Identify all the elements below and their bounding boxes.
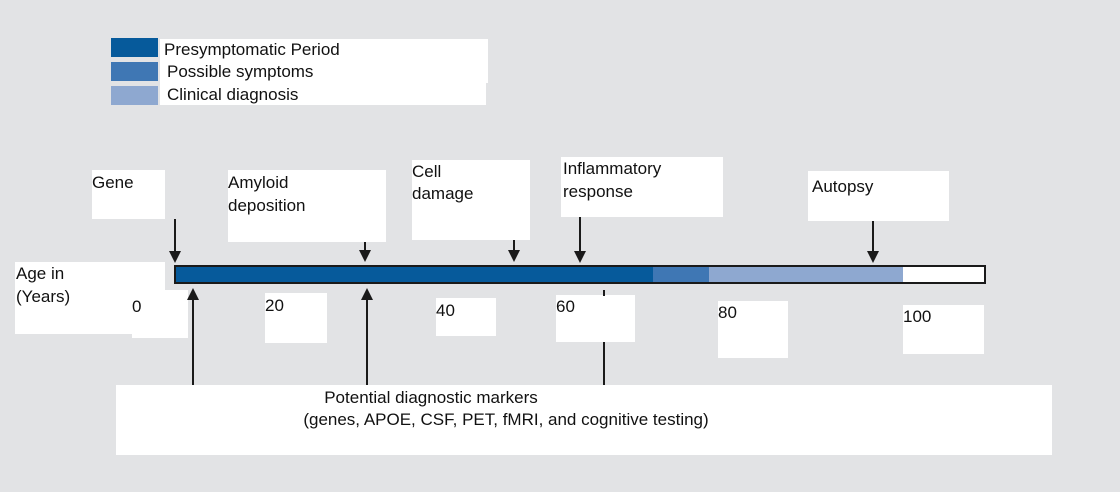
tick-label-60: 60 [556, 297, 575, 316]
event-label-gene: Gene [92, 173, 134, 192]
event-label-cell-damage-line1: Cell [412, 162, 442, 181]
event-label-autopsy: Autopsy [812, 177, 874, 196]
event-box-amyloid: Amyloid deposition [228, 170, 386, 242]
diagnostic-markers-title: Potential diagnostic markers [324, 388, 538, 407]
legend-background-lower [160, 83, 486, 105]
event-label-cell-damage-line2: damage [412, 184, 474, 203]
legend-swatch-possible-symptoms [111, 62, 158, 81]
tick-label-0: 0 [132, 297, 142, 316]
tick-label-100: 100 [903, 307, 932, 326]
axis-label-line1: Age in [16, 264, 65, 283]
timeline-segment-remaining [903, 267, 984, 282]
diagnostic-markers-list: (genes, APOE, CSF, PET, fMRI, and cognit… [303, 410, 709, 429]
timeline-segment-clinical-diagnosis [709, 267, 904, 282]
timeline-bar [174, 265, 986, 284]
tick-box-20: 20 [265, 293, 327, 343]
event-box-inflammatory: Inflammatory response [561, 157, 723, 217]
event-label-amyloid-line1: Amyloid [228, 173, 289, 192]
event-label-inflammatory-line1: Inflammatory [563, 159, 662, 178]
tick-box-80: 80 [718, 301, 788, 358]
axis-label-line2: (Years) [16, 287, 71, 306]
event-box-cell-damage: Cell damage [412, 160, 530, 240]
legend-label-possible-symptoms: Possible symptoms [167, 62, 314, 81]
event-box-autopsy: Autopsy [808, 171, 949, 221]
timeline-segment-presymptomatic-period [176, 267, 653, 282]
diagnostic-markers-box: Potential diagnostic markers (genes, APO… [116, 385, 1052, 455]
tick-box-60: 60 [556, 295, 635, 342]
tick-label-20: 20 [265, 296, 284, 315]
legend-swatch-clinical-diagnosis [111, 86, 158, 105]
event-label-amyloid-line2: deposition [228, 196, 306, 215]
tick-box-100: 100 [903, 305, 984, 354]
legend-swatch-presymptomatic [111, 38, 158, 57]
event-box-gene: Gene [92, 170, 165, 219]
tick-label-40: 40 [436, 301, 455, 320]
tick-box-40: 40 [436, 298, 496, 336]
legend-background [160, 39, 488, 83]
tick-label-80: 80 [718, 303, 737, 322]
tick-box-0: 0 [132, 290, 188, 338]
event-label-inflammatory-line2: response [563, 182, 633, 201]
timeline-segment-possible-symptoms [652, 267, 710, 282]
legend-label-presymptomatic: Presymptomatic Period [164, 40, 340, 59]
legend-label-clinical-diagnosis: Clinical diagnosis [167, 85, 299, 104]
